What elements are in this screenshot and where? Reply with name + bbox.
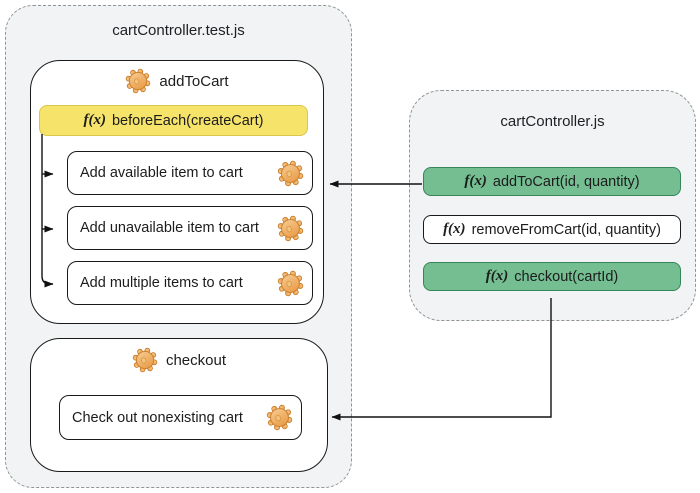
test-item: Check out nonexisting cart [59,395,302,440]
function-label: removeFromCart(id, quantity) [471,221,661,238]
suite-checkout: checkout Check out nonexisting cart [30,338,328,472]
test-label: Add multiple items to cart [80,275,243,291]
suite-addToCart: addToCart f(x) beforeEach(createCart) Ad… [30,60,324,324]
panel-test-file: cartController.test.js addToCart f(x) be… [5,5,352,488]
function-label: checkout(cartId) [514,268,619,285]
gear-icon [132,347,158,373]
gear-icon [266,404,293,431]
suite-checkout-header: checkout [31,347,327,373]
function-removeFromCart: f(x) removeFromCart(id, quantity) [423,215,681,244]
gear-icon [125,68,151,94]
test-label: Check out nonexisting cart [72,409,243,426]
hook-beforeEach: f(x) beforeEach(createCart) [39,105,308,136]
function-checkout: f(x) checkout(cartId) [423,262,681,291]
function-label: addToCart(id, quantity) [492,173,640,190]
test-file-title: cartController.test.js [112,22,245,39]
function-symbol: f(x) [464,173,487,189]
suite-addToCart-header: addToCart [31,68,323,94]
test-label: Add unavailable item to cart [80,220,259,236]
test-label: Add available item to cart [80,165,243,181]
test-item: Add available item to cart [67,151,313,195]
function-addToCart: f(x) addToCart(id, quantity) [423,167,681,196]
function-symbol: f(x) [443,221,466,237]
function-symbol: f(x) [485,268,509,284]
gear-icon [277,160,304,187]
function-symbol: f(x) [83,112,106,128]
test-item: Add unavailable item to cart [67,206,313,250]
suite-name: addToCart [159,72,229,90]
panel-source-file: cartController.js f(x) addToCart(id, qua… [409,90,696,321]
source-file-title: cartController.js [500,113,605,130]
test-item: Add multiple items to cart [67,261,313,305]
hook-label: beforeEach(createCart) [111,112,264,129]
suite-name: checkout [165,351,227,369]
gear-icon [277,215,304,242]
gear-icon [277,270,304,297]
